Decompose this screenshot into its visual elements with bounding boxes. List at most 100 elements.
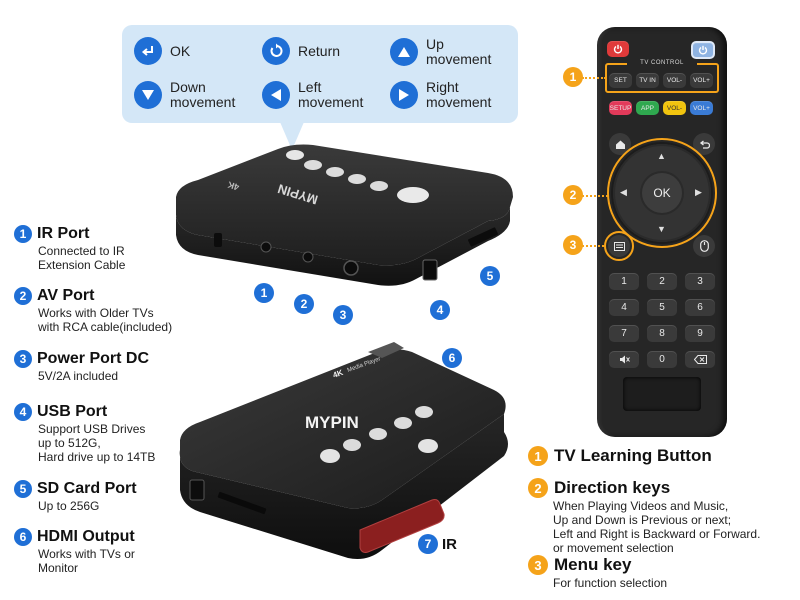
feature-title: Power Port DC	[37, 350, 150, 367]
up-key-icon[interactable]: ▲	[657, 151, 666, 161]
legend-label: Down movement	[170, 79, 236, 110]
legend-label: Right movement	[426, 79, 492, 110]
remote-marker-3: 3	[563, 235, 583, 255]
down-key-icon[interactable]: ▼	[657, 224, 666, 234]
backspace-icon	[693, 355, 707, 364]
back-icon	[699, 139, 710, 149]
key-5[interactable]: 5	[647, 299, 677, 316]
direction-keys-highlight	[607, 138, 717, 248]
callout-number: 2	[294, 294, 314, 314]
feature-title: AV Port	[37, 287, 95, 304]
key-3[interactable]: 3	[685, 273, 715, 290]
tv-vol-down-button[interactable]: VOL-	[663, 73, 686, 88]
menu-key-highlight	[604, 231, 634, 261]
back-ports	[214, 227, 498, 281]
marker-number: 3	[563, 235, 583, 255]
feature-number: 4	[14, 403, 32, 421]
remote-marker-1: 1	[563, 67, 583, 87]
callout-number: 7	[418, 534, 438, 554]
feature-desc: 5V/2A included	[38, 369, 119, 383]
feature-desc: Connected to IR Extension Cable	[38, 244, 126, 272]
feature-desc: Works with Older TVs with RCA cable(incl…	[38, 306, 173, 334]
ir-window	[359, 499, 445, 553]
mute-icon	[619, 355, 630, 364]
right-arrow-icon	[390, 81, 418, 109]
home-icon	[615, 140, 625, 149]
key-1[interactable]: 1	[609, 273, 639, 290]
left-arrow-icon	[262, 81, 290, 109]
set-button[interactable]: SET	[609, 73, 632, 88]
right-key-icon[interactable]: ▶	[695, 187, 702, 197]
legend-return: Return	[262, 37, 340, 65]
mouse-button[interactable]	[693, 235, 715, 257]
home-button[interactable]	[609, 133, 631, 155]
power-icon	[613, 44, 623, 54]
key-7[interactable]: 7	[609, 325, 639, 342]
legend-left: Left movement	[262, 80, 363, 110]
marker-number: 2	[563, 185, 583, 205]
callout-number: 6	[442, 348, 462, 368]
power-button[interactable]	[607, 41, 629, 57]
legend-up: Up movement	[390, 37, 491, 67]
mute-button[interactable]	[609, 351, 639, 368]
direction-pad: ▲ ▼ ◀ ▶ OK	[613, 144, 711, 242]
button-legend: OK Return Up movement Down movement Left…	[122, 25, 518, 123]
top-buttons	[286, 150, 429, 203]
feature-number: 3	[528, 555, 548, 575]
left-key-icon[interactable]: ◀	[620, 187, 627, 197]
key-0[interactable]: 0	[647, 351, 677, 368]
down-arrow-icon	[134, 81, 162, 109]
up-arrow-icon	[390, 38, 418, 66]
feature-desc: When Playing Videos and Music, Up and Do…	[553, 499, 761, 555]
callout-number: 3	[333, 305, 353, 325]
feature-title: USB Port	[37, 403, 108, 420]
menu-button[interactable]	[608, 235, 630, 257]
feature-title: TV Learning Button	[554, 446, 712, 465]
legend-label: Up movement	[426, 36, 492, 67]
key-8[interactable]: 8	[647, 325, 677, 342]
tv-power-learning-button[interactable]	[691, 41, 715, 59]
mouse-icon	[699, 240, 709, 252]
tv-vol-up-button[interactable]: VOL+	[690, 73, 713, 88]
return-icon	[262, 37, 290, 65]
front-usb-port	[189, 479, 205, 501]
feature-title: SD Card Port	[37, 480, 137, 497]
power-icon	[698, 45, 708, 55]
ok-button[interactable]: OK	[642, 173, 682, 213]
callout-ir-label: IR	[442, 535, 457, 553]
vol-down-button[interactable]: VOL-	[663, 101, 686, 115]
feature-number: 1	[14, 225, 32, 243]
enter-icon	[134, 37, 162, 65]
key-2[interactable]: 2	[647, 273, 677, 290]
key-4[interactable]: 4	[609, 299, 639, 316]
key-6[interactable]: 6	[685, 299, 715, 316]
vol-up-button[interactable]: VOL+	[690, 101, 713, 115]
delete-button[interactable]	[685, 351, 715, 368]
back-button[interactable]	[693, 133, 715, 155]
marker-number: 1	[563, 67, 583, 87]
callout-2: 2	[294, 294, 314, 314]
feature-number: 2	[528, 478, 548, 498]
front-sd-slot	[217, 491, 267, 515]
callout-7: 7 IR	[418, 534, 457, 554]
front-brand: MYPIN	[305, 413, 359, 432]
feature-number: 5	[14, 480, 32, 498]
legend-label: Left movement	[298, 79, 364, 110]
key-9[interactable]: 9	[685, 325, 715, 342]
tv-in-button[interactable]: TV IN	[636, 73, 659, 88]
feature-number: 6	[14, 528, 32, 546]
media-player-front-view: 4K Media Player MYPIN	[179, 342, 509, 559]
marker-2-leader	[582, 195, 608, 197]
marker-1-leader	[582, 77, 606, 79]
app-button[interactable]: APP	[636, 101, 659, 115]
marker-3-leader	[582, 245, 604, 247]
callout-4: 4	[430, 300, 450, 320]
callout-5: 5	[480, 266, 500, 286]
setup-button[interactable]: SETUP	[609, 101, 632, 115]
